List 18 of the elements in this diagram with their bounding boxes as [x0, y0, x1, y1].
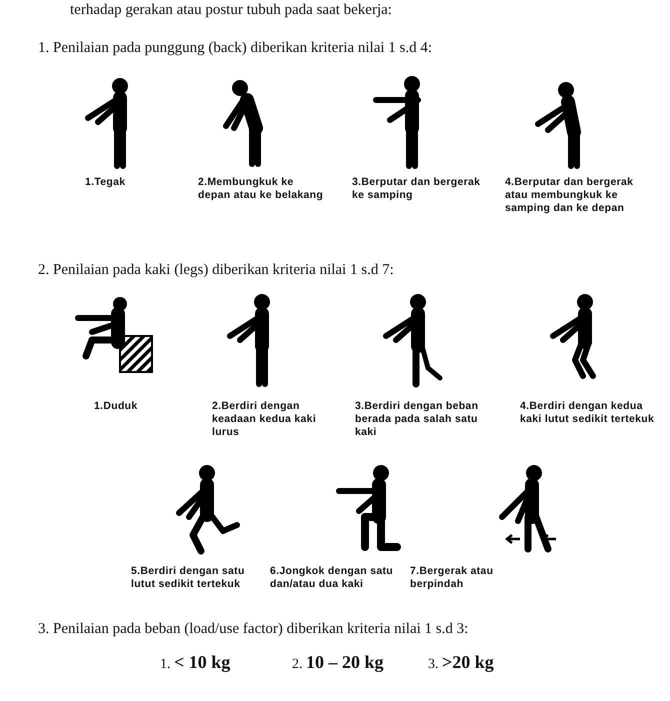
posture-caption: 6.Jongkok dengan satu dan/atau dua kaki	[270, 565, 394, 591]
posture-caption: 2.Berdiri dengan keadaan kedua kaki lurus	[212, 400, 318, 439]
load-criterion: 2. 10 – 20 kg	[292, 652, 384, 673]
posture-caption: 1.Tegak	[85, 176, 126, 189]
paragraph-text: 3. Penilaian pada beban (load/use factor) diberikan kriteria nilai 1 s.d 3:	[38, 621, 468, 638]
posture-caption: 4.Berputar dan bergerak atau membungkuk ke samping dan ke depan	[505, 176, 634, 215]
posture-caption: 4.Berdiri dengan kedua kaki lutut sedikit tertekuk	[520, 400, 656, 426]
posture-caption: 5.Berdiri dengan satu lutut sedikit tertekuk	[131, 565, 246, 591]
load-criterion: 1. < 10 kg	[160, 652, 230, 673]
load-criterion: 3. >20 kg	[428, 652, 494, 673]
paragraph-text: terhadap gerakan atau postur tubuh pada saat bekerja:	[70, 2, 392, 19]
posture-caption: 2.Membungkuk ke depan atau ke belakang	[198, 176, 324, 202]
posture-caption: 3.Berputar dan bergerak ke samping	[352, 176, 482, 202]
posture-caption: 1.Duduk	[94, 400, 139, 413]
posture-caption: 7.Bergerak atau berpindah	[410, 565, 494, 591]
paragraph-text: 1. Penilaian pada punggung (back) diberikan kriteria nilai 1 s.d 4:	[38, 40, 432, 57]
posture-caption: 3.Berdiri dengan beban berada pada salah satu kaki	[355, 400, 480, 439]
paragraph-text: 2. Penilaian pada kaki (legs) diberikan kriteria nilai 1 s.d 7:	[38, 262, 394, 279]
